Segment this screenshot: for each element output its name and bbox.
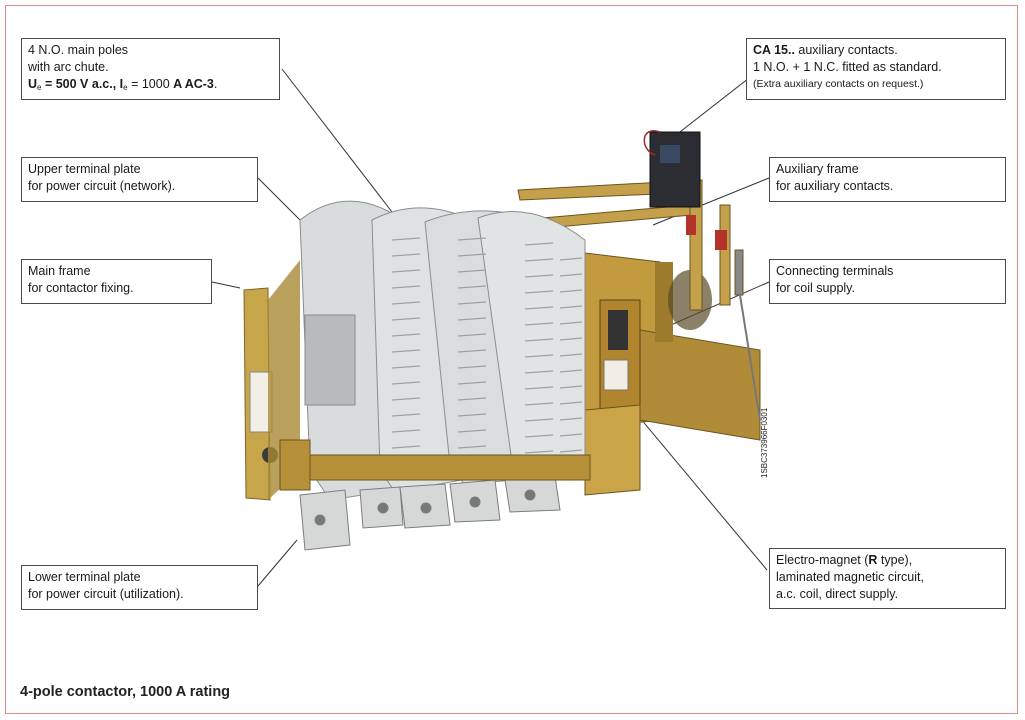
lower-terminal-line1: Lower terminal plate: [28, 570, 141, 584]
aux-contacts-line3: (Extra auxiliary contacts on request.): [753, 78, 924, 90]
electro-magnet-line1: Electro-magnet (R type),: [776, 553, 913, 567]
page-frame: [5, 5, 1018, 714]
aux-contacts-line2: 1 N.O. + 1 N.C. fitted as standard.: [753, 60, 942, 74]
lower-terminals: [299, 475, 561, 551]
aux-frame: [517, 179, 761, 421]
main-poles-rating: Ue = 500 V a.c., Ie = 1000 A AC-3.: [28, 77, 218, 92]
label-aux-contacts: CA 15.. auxiliary contacts. 1 N.O. + 1 N…: [746, 38, 1006, 100]
label-aux-frame: Auxiliary frame for auxiliary contacts.: [769, 157, 1006, 202]
label-main-poles: 4 N.O. main poles with arc chute. Ue = 5…: [21, 38, 280, 100]
label-electro-magnet: Electro-magnet (R type), laminated magne…: [769, 548, 1006, 609]
figure-caption: 4-pole contactor, 1000 A rating: [20, 684, 231, 700]
aux-contacts-line1: CA 15.. auxiliary contacts.: [753, 43, 898, 57]
main-frame-line1: Main frame: [28, 264, 91, 278]
electro-magnet-line3: a.c. coil, direct supply.: [776, 587, 899, 601]
label-coil-terminals: Connecting terminals for coil supply.: [769, 259, 1006, 304]
aux-frame-line1: Auxiliary frame: [776, 162, 859, 176]
label-upper-terminal: Upper terminal plate for power circuit (…: [21, 157, 258, 202]
aux-contact-block: [643, 130, 727, 250]
coil-terminals-line2: for coil supply.: [776, 281, 855, 295]
upper-terminal-line2: for power circuit (network).: [28, 179, 176, 193]
lower-terminal-line2: for power circuit (utilization).: [28, 587, 184, 601]
arc-chute-1: [299, 200, 396, 501]
coil-terminals-line1: Connecting terminals: [776, 264, 894, 278]
arc-chutes: [299, 200, 586, 501]
lower-brass: [279, 439, 591, 491]
electro-magnet-line2: laminated magnetic circuit,: [776, 570, 924, 584]
upper-terminal-line1: Upper terminal plate: [28, 162, 141, 176]
image-code: 1SBC373966F0301: [760, 407, 769, 478]
label-main-frame: Main frame for contactor fixing.: [21, 259, 212, 304]
label-lower-terminal: Lower terminal plate for power circuit (…: [21, 565, 258, 610]
aux-frame-line2: for auxiliary contacts.: [776, 179, 894, 193]
main-frame-line2: for contactor fixing.: [28, 281, 134, 295]
main-poles-line2: with arc chute.: [28, 60, 109, 74]
main-poles-line1: 4 N.O. main poles: [28, 43, 129, 57]
